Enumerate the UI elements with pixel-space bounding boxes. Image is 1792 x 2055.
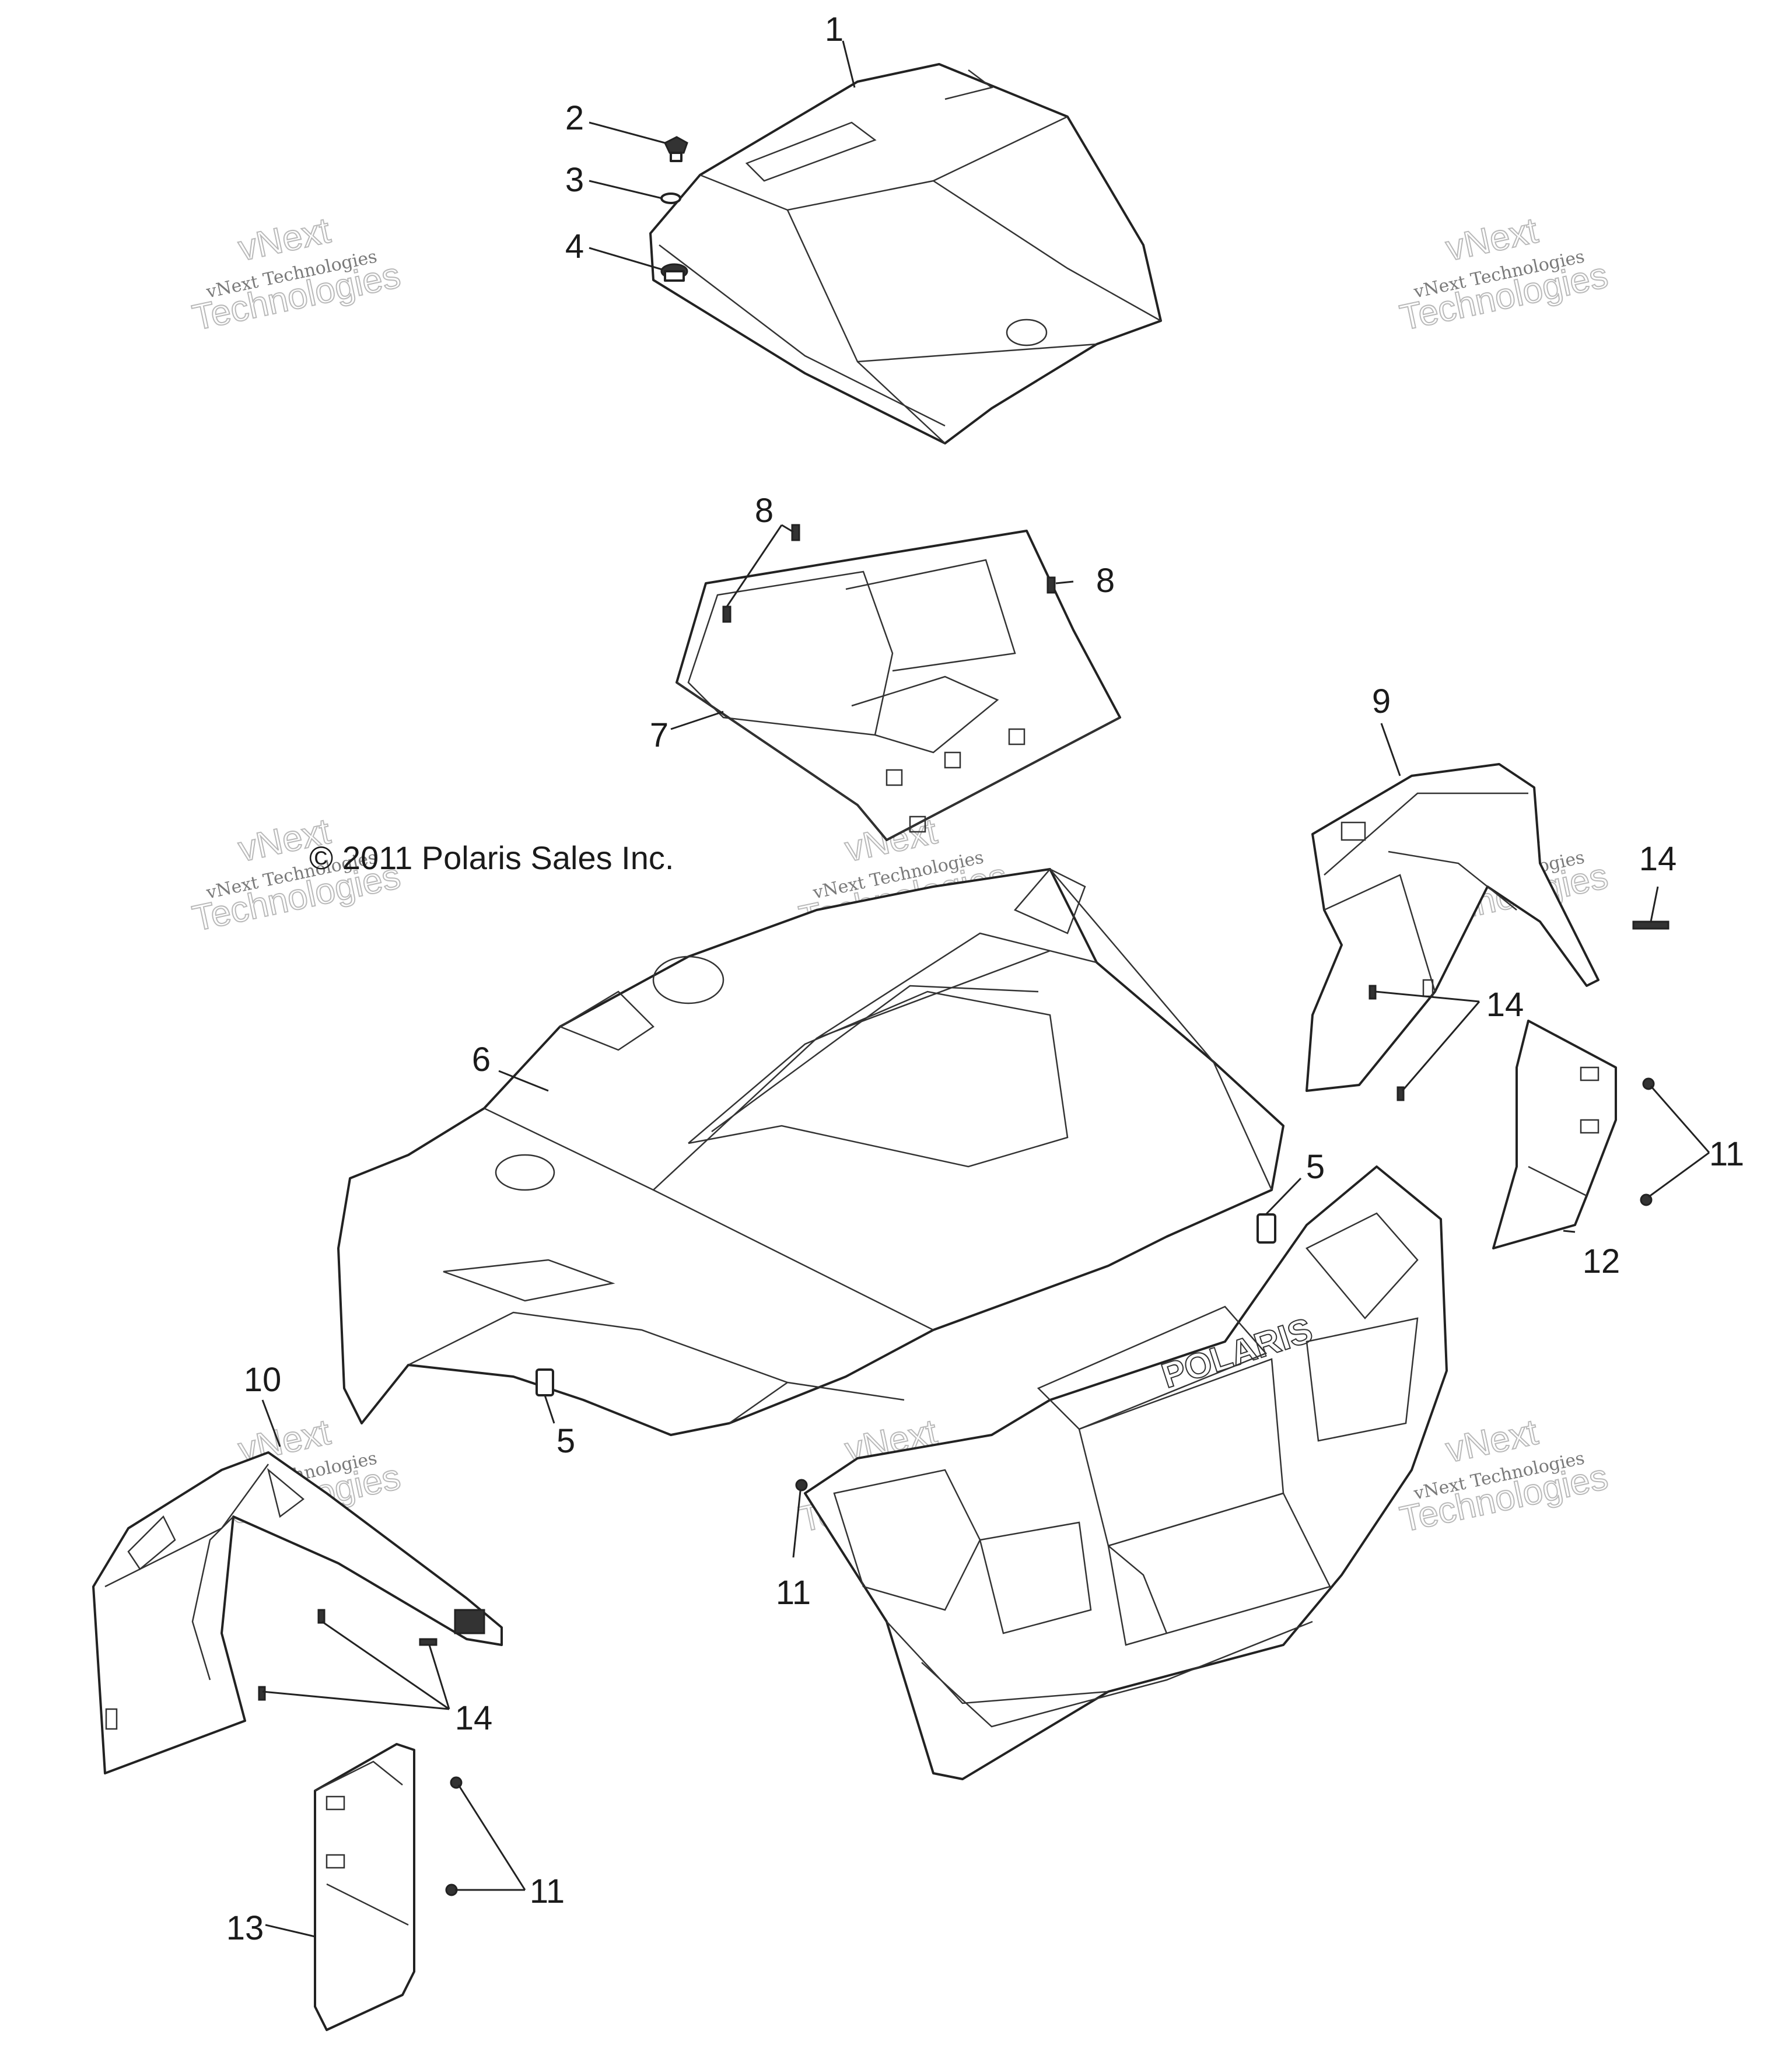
part-bolt-14 [1632,920,1670,930]
callout-14a: 14 [1639,840,1677,878]
part-bolt-14 [1368,985,1377,1000]
callout-10: 10 [244,1361,282,1399]
part-main-body [337,868,1284,1436]
part-clip-5a [1256,1213,1276,1244]
part-bolt-14 [258,1686,266,1701]
part-storage-tray [676,530,1121,841]
callout-1: 1 [825,10,844,48]
callout-5b: 5 [556,1422,575,1460]
part-knob [664,136,688,162]
callout-3: 3 [565,161,584,199]
callout-5a: 5 [1306,1148,1325,1186]
watermark: vNext vNext Technologies Technologies [1396,210,1612,339]
callout-8a: 8 [755,492,774,530]
part-clip-5b [536,1368,554,1396]
callout-labels: 1 2 3 4 5 5 6 7 8 8 9 10 11 11 11 12 13 … [226,10,1744,1947]
part-bolt-11 [795,1479,808,1492]
callout-14c: 14 [455,1699,493,1737]
part-hood-cover [649,63,1162,444]
part-washer [660,192,681,204]
copyright-text: © 2011 Polaris Sales Inc. [309,839,674,876]
callout-13: 13 [226,1909,264,1947]
callout-8b: 8 [1096,562,1115,600]
callout-14b: 14 [1486,986,1524,1024]
part-left-fender [92,1451,503,1774]
watermark: vNext vNext Technologies Technologies [188,210,404,339]
leader-lines [261,40,1710,1938]
callout-11a: 11 [1709,1135,1744,1173]
callout-4: 4 [565,227,584,265]
callout-2: 2 [565,99,584,137]
callout-11b: 11 [776,1574,811,1612]
callout-12: 12 [1583,1242,1620,1280]
callout-7: 7 [650,716,668,754]
callout-11c: 11 [530,1872,565,1910]
part-left-mudflap [314,1743,415,2031]
part-right-fender [1306,763,1600,1092]
part-bolt-14 [1396,1086,1405,1101]
callout-6: 6 [472,1041,491,1079]
part-bolt-14 [317,1609,326,1624]
callout-9: 9 [1372,682,1391,720]
part-grommet [660,263,688,282]
part-right-mudflap [1492,1020,1617,1249]
part-bolt-14 [419,1638,438,1646]
